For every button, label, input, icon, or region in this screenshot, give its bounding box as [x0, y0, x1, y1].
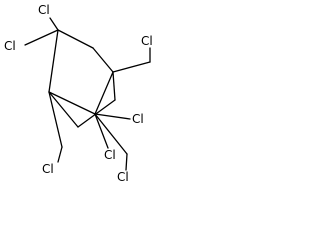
chlorine-label: Cl: [4, 39, 16, 53]
bond-c7-cl-right: [94, 113, 131, 120]
bond-c3-c1: [92, 47, 114, 73]
bond-c2-cl-lower: [24, 29, 59, 46]
atom-labels: Cl Cl Cl Cl Cl Cl Cl: [4, 3, 153, 184]
chlorine-label: Cl: [132, 112, 144, 126]
bond-c2-cl-upper: [49, 17, 59, 31]
chlorine-label: Cl: [42, 162, 54, 176]
bond-c4-c5: [48, 91, 79, 128]
chlorine-label: Cl: [117, 170, 129, 184]
bonds: [24, 17, 151, 171]
chemical-structure-diagram: Cl Cl Cl Cl Cl Cl Cl: [4, 3, 153, 184]
bond-c2-c4: [48, 29, 59, 93]
bond-c1-ch2: [112, 61, 151, 73]
chlorine-label: Cl: [104, 148, 116, 162]
bond-c1-c6: [112, 71, 116, 101]
bond-c7-ch2: [94, 113, 128, 155]
bond-c4-c7: [48, 91, 96, 115]
bond-c4-ch2: [48, 91, 63, 148]
bond-c5-c6: [77, 99, 116, 128]
bond-c2-c3: [57, 29, 94, 49]
chlorine-label: Cl: [38, 3, 50, 17]
bond-ch2-cl-bottom: [125, 153, 128, 171]
bond-ch2-cl-left: [57, 146, 63, 163]
bond-c7-cl-lower: [94, 113, 109, 149]
chlorine-label: Cl: [141, 34, 153, 48]
bond-c1-c7: [94, 71, 114, 115]
